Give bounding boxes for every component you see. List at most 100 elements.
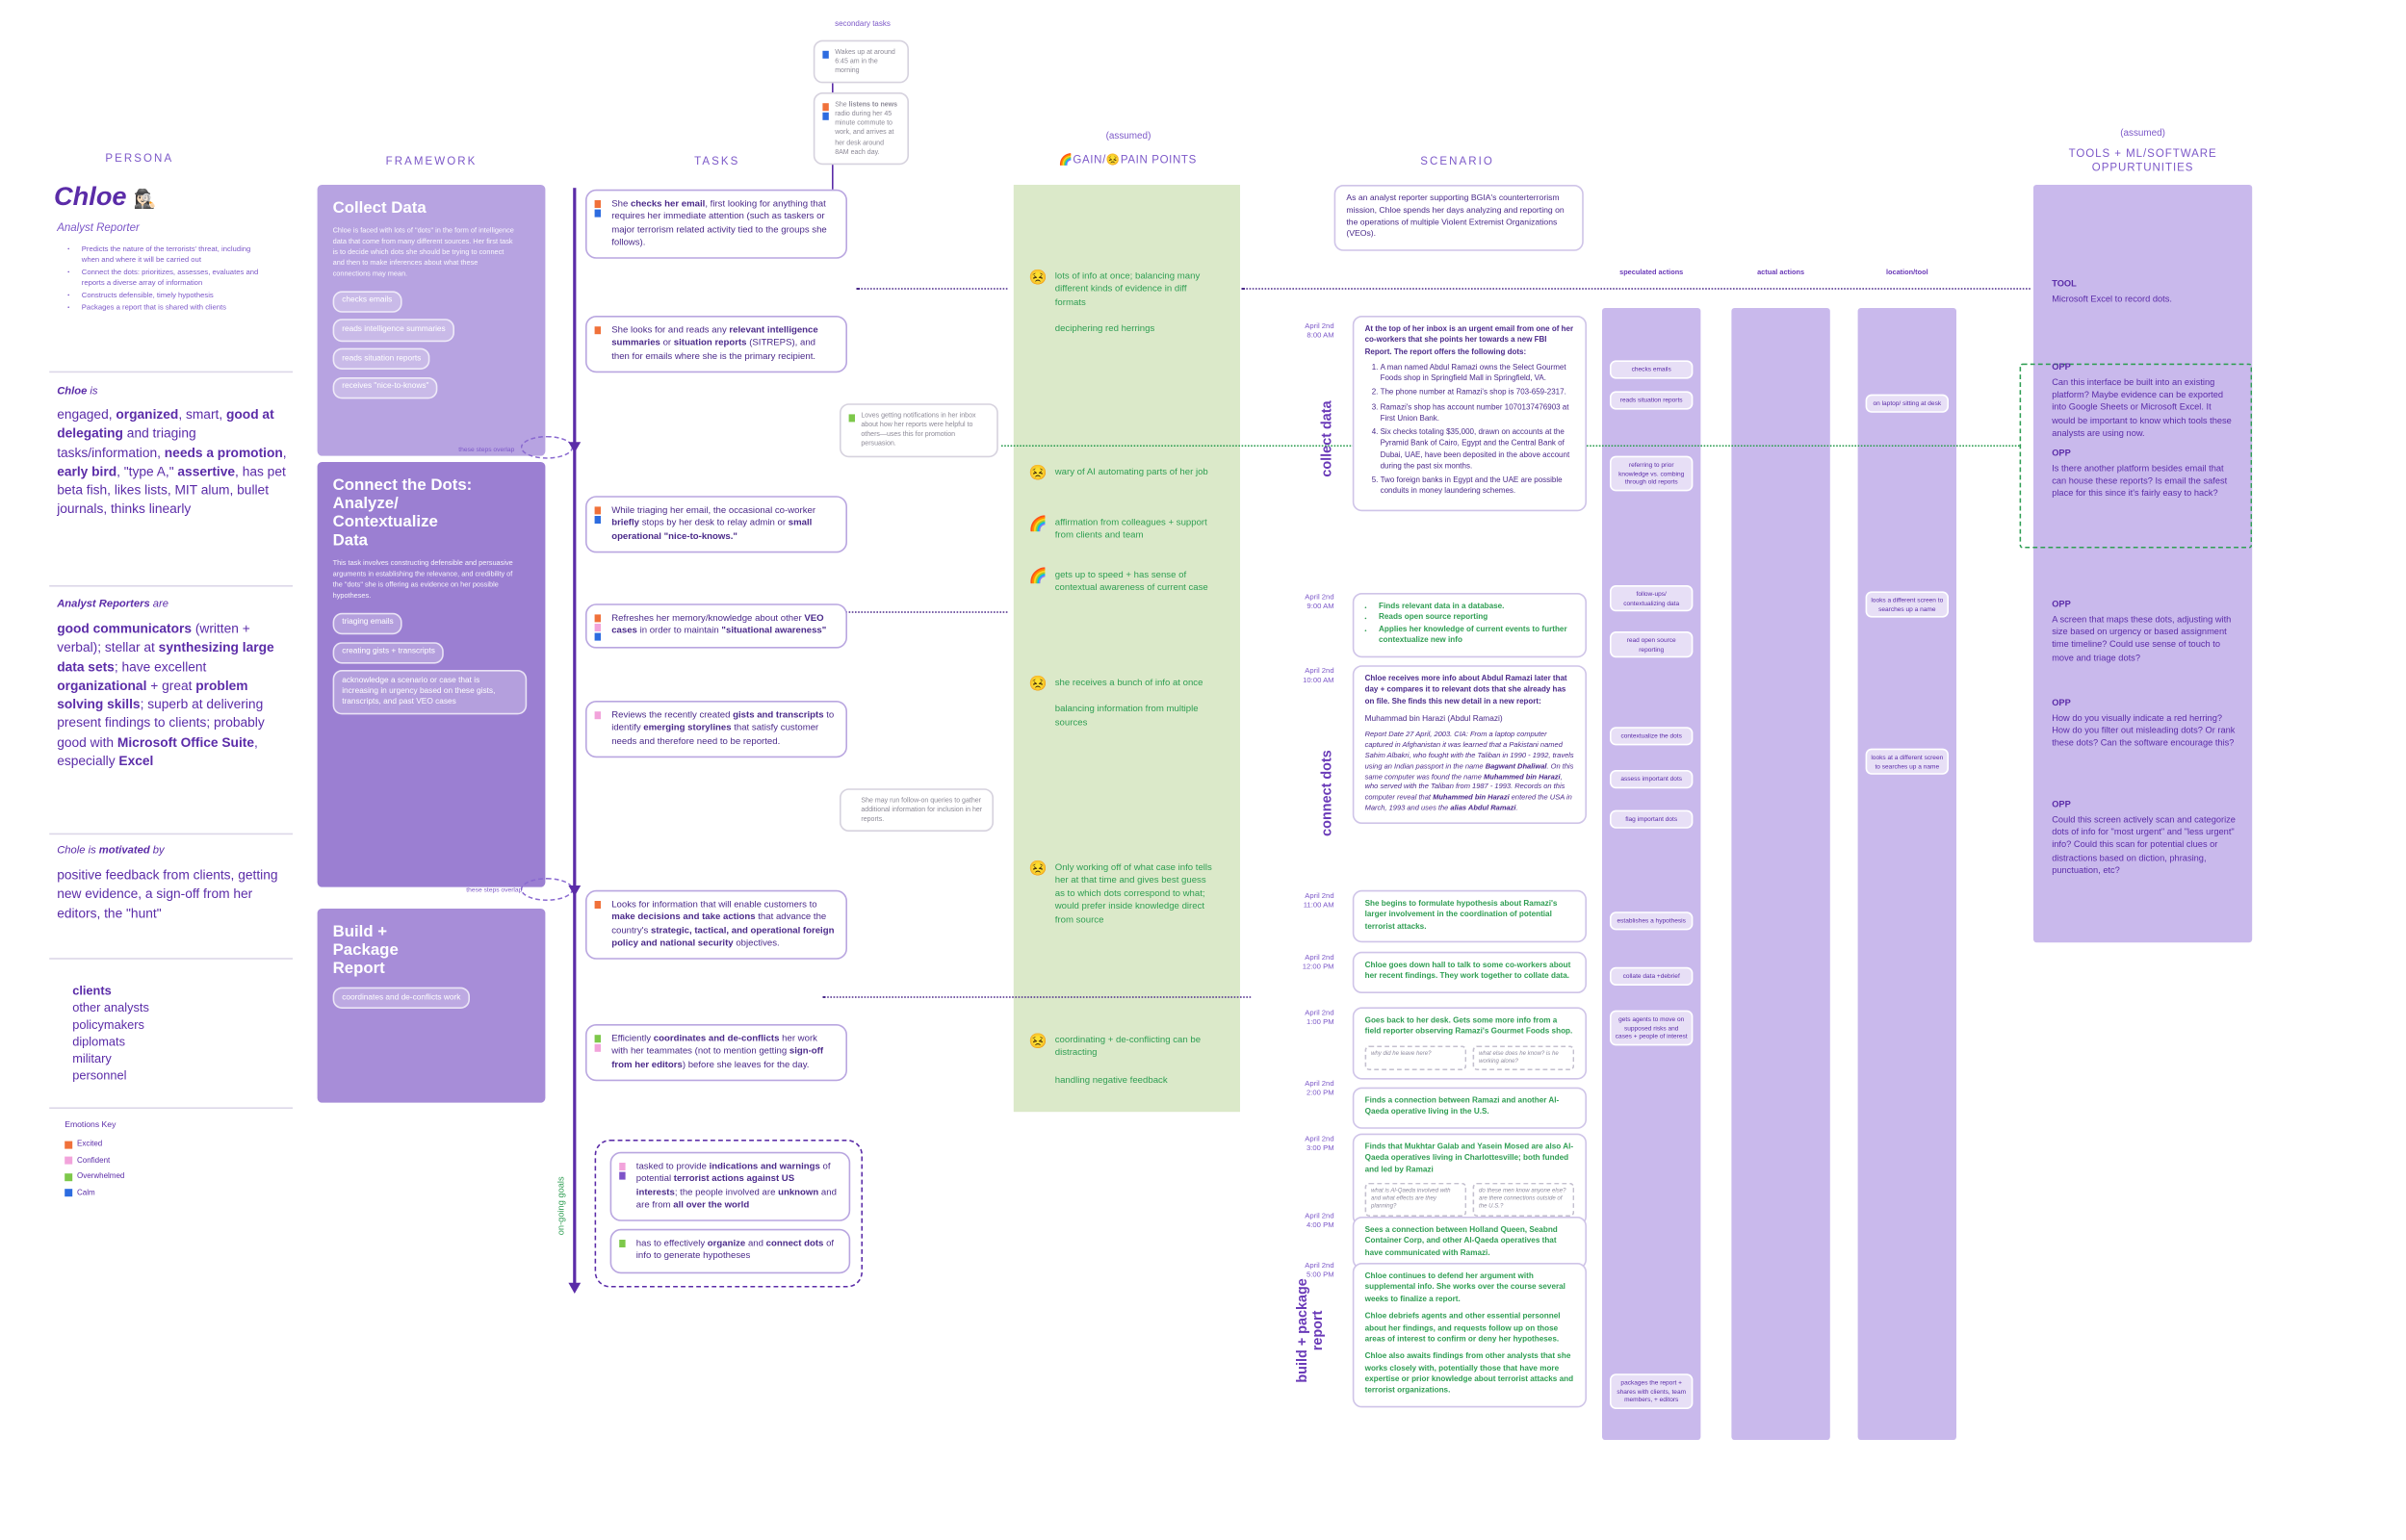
pain-text: she receives a bunch of info at once bbox=[1054, 679, 1203, 689]
scenario-intro-card[interactable]: As an analyst reporter supporting BGIA's… bbox=[1333, 185, 1584, 252]
scenario-event-fbi-report[interactable]: At the top of her inbox is an urgent ema… bbox=[1352, 316, 1587, 511]
opp-label: OPP bbox=[2052, 449, 2071, 459]
speculated-action-pill[interactable]: collate data +debrief bbox=[1610, 966, 1694, 986]
scenario-event-finds-data[interactable]: Finds relevant data in a database. Reads… bbox=[1352, 593, 1587, 657]
event-intro: At the top of her inbox is an urgent ema… bbox=[1364, 324, 1574, 357]
framework-pill[interactable]: checks emails bbox=[332, 290, 401, 313]
scenario-event-coworkers[interactable]: Chloe goes down hall to talk to some co-… bbox=[1352, 951, 1587, 993]
framework-box-build-report[interactable]: Build + Package Report coordinates and d… bbox=[317, 909, 546, 1103]
speculated-action-pill[interactable]: gets agents to move on supposed risks an… bbox=[1610, 1010, 1694, 1045]
gain-item-affirmation[interactable]: 🌈 affirmation from colleagues + support … bbox=[1029, 517, 1215, 544]
fbi-dot: Six checks totaling $35,000, drawn on ac… bbox=[1381, 428, 1575, 473]
task-card-coordinates[interactable]: Efficiently coordinates and de-conflicts… bbox=[585, 1024, 847, 1081]
speculated-action-pill[interactable]: reads situation reports bbox=[1610, 391, 1694, 409]
secondary-task-card[interactable]: Wakes up at around 6:45 am in the mornin… bbox=[813, 39, 909, 85]
gain-item-up-to-speed[interactable]: 🌈 gets up to speed + has sense of contex… bbox=[1029, 570, 1215, 596]
fbi-dot: Two foreign banks in Egypt and the UAE a… bbox=[1381, 475, 1575, 498]
speculated-action-pill[interactable]: packages the report + shares with client… bbox=[1610, 1373, 1694, 1409]
scenario-event-hypothesis[interactable]: She begins to formulate hypothesis about… bbox=[1352, 889, 1587, 943]
task-text: She looks for and reads any relevant int… bbox=[611, 326, 818, 362]
scenario-event-operatives[interactable]: Finds that Mukhtar Galab and Yasein Mose… bbox=[1352, 1133, 1587, 1225]
speculated-action-pill[interactable]: checks emails bbox=[1610, 360, 1694, 378]
task-card-reads-summaries[interactable]: She looks for and reads any relevant int… bbox=[585, 316, 847, 372]
task-card-coworker-visit[interactable]: While triaging her email, the occasional… bbox=[585, 496, 847, 553]
flow-arrowhead-icon bbox=[567, 886, 581, 897]
persona-duty: Predicts the nature of the terrorists' t… bbox=[82, 246, 270, 267]
emotion-label: Overwhelmed bbox=[77, 1171, 125, 1182]
pain-face-icon: 😣 bbox=[1028, 465, 1048, 482]
question-note[interactable]: do these men know anyone else? are there… bbox=[1472, 1183, 1575, 1217]
secondary-connector-line bbox=[832, 160, 834, 190]
framework-pill[interactable]: coordinates and de-conflicts work bbox=[332, 987, 470, 1010]
secondary-task-text: She listens to news radio during her 45 … bbox=[835, 100, 898, 156]
framework-box-collect-data[interactable]: Collect Data Chloe is faced with lots of… bbox=[317, 185, 546, 456]
task-emotion-dots bbox=[593, 614, 602, 643]
secondary-task-card[interactable]: She listens to news radio during her 45 … bbox=[813, 92, 909, 166]
task-callout-queries[interactable]: She may run follow-on queries to gather … bbox=[840, 788, 994, 833]
location-tool-pill[interactable]: looks at a different screen to searches … bbox=[1865, 748, 1949, 775]
framework-pill[interactable]: receives "nice-to-knows" bbox=[332, 376, 439, 399]
speculated-action-pill[interactable]: assess important dots bbox=[1610, 770, 1694, 788]
pain-item-info-overload[interactable]: 😣 lots of info at once; balancing many d… bbox=[1029, 270, 1215, 337]
framework-pill[interactable]: acknowledge a scenario or case that is i… bbox=[332, 670, 528, 715]
opp-label: OPP bbox=[2052, 699, 2071, 708]
scenario-event-finalize[interactable]: Chloe continues to defend her argument w… bbox=[1352, 1263, 1587, 1407]
opp-label: OPP bbox=[2052, 363, 2071, 373]
task-emotion-dots bbox=[847, 414, 856, 424]
gainpain-assumed-note: (assumed) bbox=[1105, 131, 1151, 142]
client-item: policymakers bbox=[72, 1017, 144, 1033]
question-note[interactable]: what is Al-Qaeda involved with and what … bbox=[1364, 1183, 1467, 1217]
scenario-event-new-report[interactable]: Chloe receives more info about Abdul Ram… bbox=[1352, 665, 1587, 824]
task-card-looks-for-info[interactable]: Looks for information that will enable c… bbox=[585, 889, 847, 960]
task-emotion-dots bbox=[593, 200, 602, 219]
speculated-action-pill[interactable]: read open source reporting bbox=[1610, 631, 1694, 658]
pain-face-icon: 😣 bbox=[1028, 1033, 1048, 1051]
scenario-event-connection[interactable]: Finds a connection between Ramazi and an… bbox=[1352, 1087, 1587, 1129]
secondary-task-text: Wakes up at around 6:45 am in the mornin… bbox=[835, 47, 895, 75]
task-card-refresh-memory[interactable]: Refreshes her memory/knowledge about oth… bbox=[585, 603, 847, 648]
lane-header-location: location/tool bbox=[1885, 268, 1928, 276]
scenario-event-holland-queen[interactable]: Sees a connection between Holland Queen,… bbox=[1352, 1217, 1587, 1270]
question-note[interactable]: what else does he know? is he working al… bbox=[1472, 1045, 1575, 1070]
pain-item-best-guess[interactable]: 😣 Only working off of what case info tel… bbox=[1029, 862, 1215, 927]
framework-pill[interactable]: triaging emails bbox=[332, 612, 403, 635]
task-emotion-dots bbox=[593, 711, 602, 721]
tasks-flow-line bbox=[573, 188, 576, 1288]
pain-item-deconflicting[interactable]: 😣 coordinating + de-conflicting can be d… bbox=[1029, 1035, 1215, 1088]
fbi-dot: The phone number at Ramazi's shop is 703… bbox=[1381, 389, 1575, 400]
framework-box-connect-dots[interactable]: Connect the Dots: Analyze/ Contextualize… bbox=[317, 462, 546, 887]
ongoing-goals-container bbox=[594, 1140, 863, 1288]
callout-text: She may run follow-on queries to gather … bbox=[861, 796, 983, 823]
speculated-action-pill[interactable]: flag important dots bbox=[1610, 809, 1694, 829]
location-tool-pill[interactable]: on laptop/ sitting at desk bbox=[1865, 394, 1949, 413]
task-callout-notifications[interactable]: Loves getting notifications in her inbox… bbox=[840, 403, 998, 457]
tools-panel bbox=[2033, 185, 2253, 943]
location-tool-pill[interactable]: looks a different screen to searches up … bbox=[1865, 591, 1949, 618]
question-note[interactable]: why did he leave here? bbox=[1364, 1045, 1467, 1070]
emotion-swatch bbox=[65, 1140, 73, 1148]
pain-text: Only working off of what case info tells… bbox=[1054, 863, 1212, 925]
persona-is-label: Chloe is bbox=[57, 386, 98, 398]
framework-title: Connect the Dots: Analyze/ Contextualize… bbox=[332, 475, 473, 551]
pain-item-ai-wary[interactable]: 😣 wary of AI automating parts of her job bbox=[1029, 467, 1215, 481]
callout-text: Loves getting notifications in her inbox… bbox=[861, 411, 976, 448]
framework-pill[interactable]: reads intelligence summaries bbox=[332, 319, 455, 342]
ongoing-goal-card[interactable]: has to effectively organize and connect … bbox=[609, 1228, 851, 1273]
task-card-review-gists[interactable]: Reviews the recently created gists and t… bbox=[585, 701, 847, 757]
framework-pill[interactable]: reads situation reports bbox=[332, 347, 430, 371]
task-card-check-email[interactable]: She checks her email, first looking for … bbox=[585, 189, 847, 259]
speculated-action-pill[interactable]: establishes a hypothesis bbox=[1610, 911, 1694, 930]
speculated-action-pill[interactable]: referring to prior knowledge vs. combing… bbox=[1610, 455, 1694, 491]
speculated-action-pill[interactable]: follow-ups/ contextualizing data bbox=[1610, 585, 1694, 612]
emotion-dot bbox=[618, 1171, 626, 1180]
pain-text: deciphering red herrings bbox=[1054, 324, 1155, 335]
ongoing-goal-card[interactable]: tasked to provide indications and warnin… bbox=[609, 1151, 851, 1221]
opp-label: OPP bbox=[2052, 601, 2071, 610]
framework-pill[interactable]: creating gists + transcripts bbox=[332, 641, 445, 664]
column-header-gainpain: 🌈GAIN/😣PAIN POINTS bbox=[1058, 152, 1197, 167]
speculated-action-pill[interactable]: contextualize the dots bbox=[1610, 727, 1694, 745]
scenario-event-field-reporter[interactable]: Goes back to her desk. Gets some more in… bbox=[1352, 1007, 1587, 1080]
flow-arrowhead-icon bbox=[567, 442, 581, 453]
tool-label: TOOL bbox=[2052, 280, 2077, 290]
